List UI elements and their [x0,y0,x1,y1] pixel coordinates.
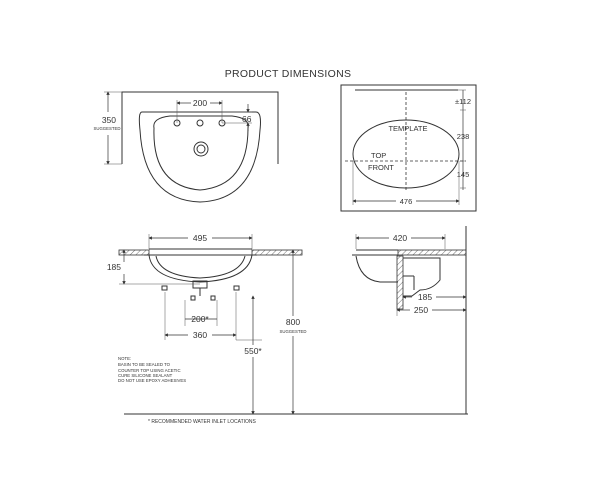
front-section-view: 495 185 200* 360 800 SUGGESTED 550* [107,233,307,415]
dim-66: 66 [242,114,252,124]
dim-185-left: 185 [107,262,121,272]
dim-238: 238 [457,132,470,141]
side-section-view: 420 185 250 [352,226,467,414]
counter-slab-right [251,249,303,256]
drawing-title: PRODUCT DIMENSIONS [225,68,352,80]
top-view-basin: 200 350 SUGGESTED 66 [94,91,279,203]
dim-495: 495 [193,233,207,243]
basin-bowl-section [148,254,253,283]
drain-inner [196,144,206,154]
dim-420: 420 [393,233,407,243]
dim-200-top: 200 [193,98,207,108]
side-bowl-section [355,255,398,283]
note-line: CURE SILICONE SEALANT [118,373,173,378]
dim-550: 550* [244,346,262,356]
counter-slab-left [118,249,150,256]
top-label: TOP [371,151,386,160]
dim-145: 145 [457,170,470,179]
template-frame [340,84,477,212]
dim-800: 800 [286,317,300,327]
dim-350: 350 [102,115,116,125]
dim-360: 360 [193,330,207,340]
tap-hole-center [196,119,204,127]
note-line: BASIN TO BE SEALED TO [118,362,171,367]
dim-112: ±112 [455,97,471,106]
dim-250: 250 [414,305,428,315]
drain-outer [193,141,209,157]
front-label: FRONT [368,163,394,172]
dim-200-star: 200* [191,314,209,324]
dim-476: 476 [400,197,413,206]
template-label: TEMPLATE [388,124,427,133]
footnote: * RECOMMENDED WATER INLET LOCATIONS [148,419,257,425]
basin-rim-outline [138,111,261,203]
support-block [396,255,404,310]
template-view: TEMPLATE TOP FRONT ±112 238 145 476 [340,84,477,212]
note-line: NOTE: [118,356,131,361]
dim-185-right: 185 [418,292,432,302]
side-counter-slab [397,249,467,256]
dim-800-suggested: SUGGESTED [280,329,307,334]
dim-350-suggested: SUGGESTED [94,126,121,131]
basin-bowl-outline [153,115,249,191]
note-line: DO NOT USE EPOXY ADHESIVES [118,378,186,383]
note-line: COUNTER TOP USING ACETIC [118,368,181,373]
notes-block: NOTE: BASIN TO BE SEALED TO COUNTER TOP … [118,356,186,383]
